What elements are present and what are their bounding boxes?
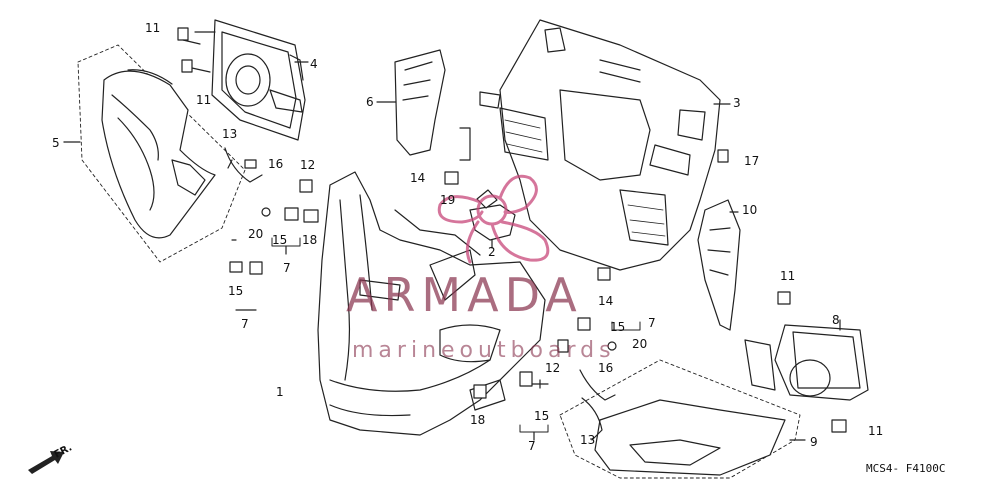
part-8-right-housing xyxy=(744,324,869,401)
callout-12-b: 12 xyxy=(545,361,561,375)
grommet-15-center xyxy=(519,371,533,387)
callout-11-d: 11 xyxy=(868,424,884,438)
callout-1: 1 xyxy=(276,385,284,399)
part-4-left-housing xyxy=(211,19,306,141)
screw-17 xyxy=(717,149,729,163)
callout-20-b: 20 xyxy=(632,337,648,351)
screw-11-mid-left xyxy=(181,59,211,73)
callout-10: 10 xyxy=(742,203,758,217)
part-10-bracket xyxy=(697,199,741,331)
callout-3: 3 xyxy=(733,96,741,110)
callout-17: 17 xyxy=(744,154,760,168)
nut-18-left xyxy=(303,209,319,223)
callout-7-b: 7 xyxy=(241,317,249,331)
callout-16-a: 16 xyxy=(268,157,284,171)
screw-12-left xyxy=(299,179,313,193)
figure-code: MCS4- F4100C xyxy=(866,462,946,475)
screw-11-upper-left xyxy=(177,27,201,45)
clip-13-right xyxy=(581,397,603,441)
callout-13-b: 13 xyxy=(580,433,596,447)
callout-14-b: 14 xyxy=(598,294,614,308)
washer-20-right xyxy=(607,341,617,351)
nut-14-right xyxy=(597,267,611,281)
callout-15-c: 15 xyxy=(610,320,626,334)
watermark-title: ARMADA xyxy=(346,268,583,322)
callout-9: 9 xyxy=(810,435,818,449)
front-direction-arrow xyxy=(28,451,64,474)
clip-16-right xyxy=(579,369,616,401)
callout-15-b: 15 xyxy=(228,284,244,298)
part-9-right-cover xyxy=(559,359,801,479)
callout-18-b: 18 xyxy=(470,413,486,427)
part-6-panel xyxy=(394,49,446,156)
callout-18-a: 18 xyxy=(302,233,318,247)
callout-11-a: 11 xyxy=(145,21,161,35)
grommet-15-left xyxy=(284,207,299,221)
callout-2: 2 xyxy=(488,245,496,259)
callout-15-d: 15 xyxy=(534,409,550,423)
screw-12-right xyxy=(557,339,569,353)
callout-7-a: 7 xyxy=(283,261,291,275)
callout-8: 8 xyxy=(832,313,840,327)
callout-19: 19 xyxy=(440,193,456,207)
callout-5: 5 xyxy=(52,136,60,150)
nut-18-center xyxy=(473,384,487,399)
washer-20-left xyxy=(261,207,271,217)
callout-14-a: 14 xyxy=(410,171,426,185)
grommet-15-lower xyxy=(229,261,243,273)
callout-11-c: 11 xyxy=(780,269,796,283)
screw-11-right-lower xyxy=(831,419,847,433)
clip-13-left xyxy=(224,147,263,183)
callout-12-a: 12 xyxy=(300,158,316,172)
callout-16-b: 16 xyxy=(598,361,614,375)
callout-13-a: 13 xyxy=(222,127,238,141)
callout-11-b: 11 xyxy=(196,93,212,107)
nut-14-center xyxy=(444,171,459,185)
part-3-dashboard xyxy=(479,19,721,271)
callout-4: 4 xyxy=(310,57,318,71)
watermark-propeller-logo xyxy=(437,174,550,264)
callout-7-c: 7 xyxy=(648,316,656,330)
watermark-subtitle: marineoutboards xyxy=(352,338,616,363)
clip-16-left xyxy=(244,159,257,169)
grommet-15-right xyxy=(577,317,591,331)
callout-6: 6 xyxy=(366,95,374,109)
stay-center xyxy=(459,127,471,161)
callout-20-a: 20 xyxy=(248,227,264,241)
callout-15-a: 15 xyxy=(272,233,288,247)
nut-lower-left xyxy=(249,261,263,275)
screw-11-right-upper xyxy=(777,291,791,305)
callout-7-d: 7 xyxy=(528,439,536,453)
part-5-left-cover xyxy=(77,44,246,263)
